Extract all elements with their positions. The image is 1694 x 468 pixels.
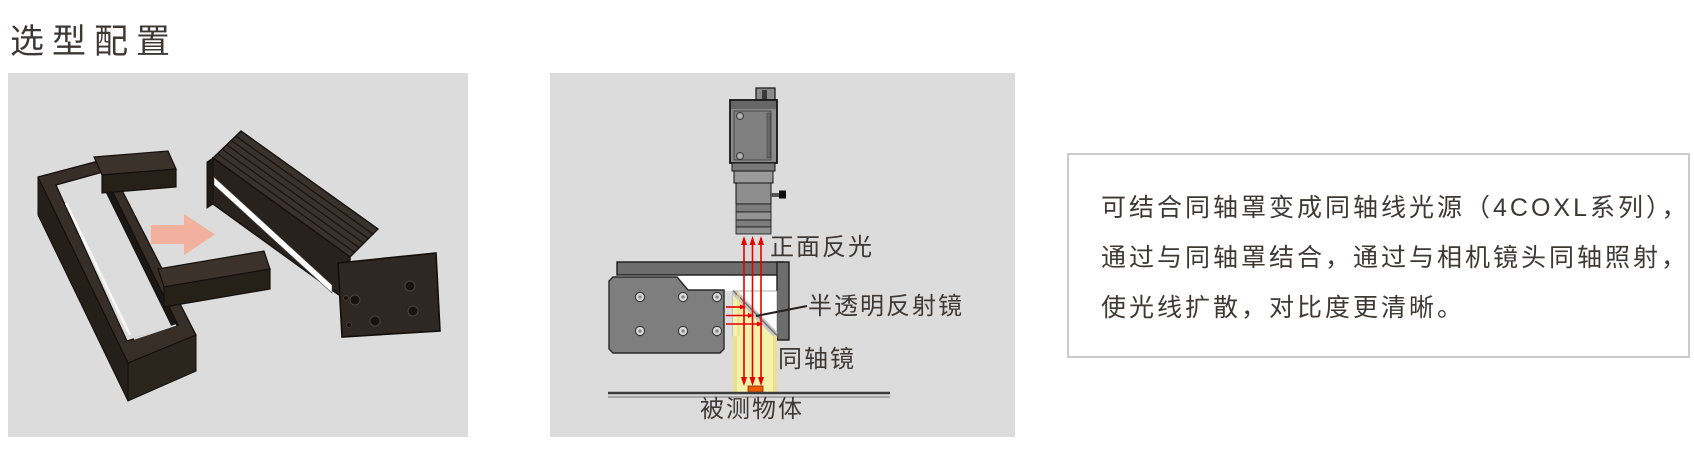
description-box: 可结合同轴罩变成同轴线光源（4COXL系列）， 通过与同轴罩结合，通过与相机镜头… xyxy=(1067,153,1690,358)
assembly-panel xyxy=(8,73,468,437)
right-arrow-icon xyxy=(151,214,215,255)
coaxial-cover-part xyxy=(37,150,271,402)
diagram-panel: 正面反光 半透明反射镜 同轴镜 被测物体 xyxy=(550,73,1015,437)
bar-light-part xyxy=(206,130,441,338)
ray-arrowheads xyxy=(740,236,764,386)
description-line: 使光线扩散，对比度更清晰。 xyxy=(1101,294,1466,322)
light-beam xyxy=(733,291,777,392)
bracket-screws xyxy=(634,291,723,337)
coaxial-bracket xyxy=(608,261,790,354)
half-mirror-pointer-line xyxy=(755,305,808,317)
diagram-figure: 正面反光 半透明反射镜 同轴镜 被测物体 xyxy=(608,87,964,423)
label-front-reflection: 正面反光 xyxy=(770,234,874,261)
label-coaxial-lens: 同轴镜 xyxy=(778,346,856,373)
description-line: 通过与同轴罩结合，通过与相机镜头同轴照射， xyxy=(1101,244,1690,272)
assembly-figure xyxy=(37,130,441,402)
object-plane xyxy=(608,385,890,398)
light-rays xyxy=(726,245,762,379)
page-title: 选型配置 xyxy=(10,23,178,61)
label-object: 被测物体 xyxy=(700,396,804,423)
camera-icon xyxy=(729,87,786,235)
label-half-mirror: 半透明反射镜 xyxy=(808,293,964,320)
bracket-pocket xyxy=(678,275,777,291)
description-line: 可结合同轴罩变成同轴线光源（4COXL系列）， xyxy=(1101,194,1690,222)
mounting-holes xyxy=(343,280,419,328)
